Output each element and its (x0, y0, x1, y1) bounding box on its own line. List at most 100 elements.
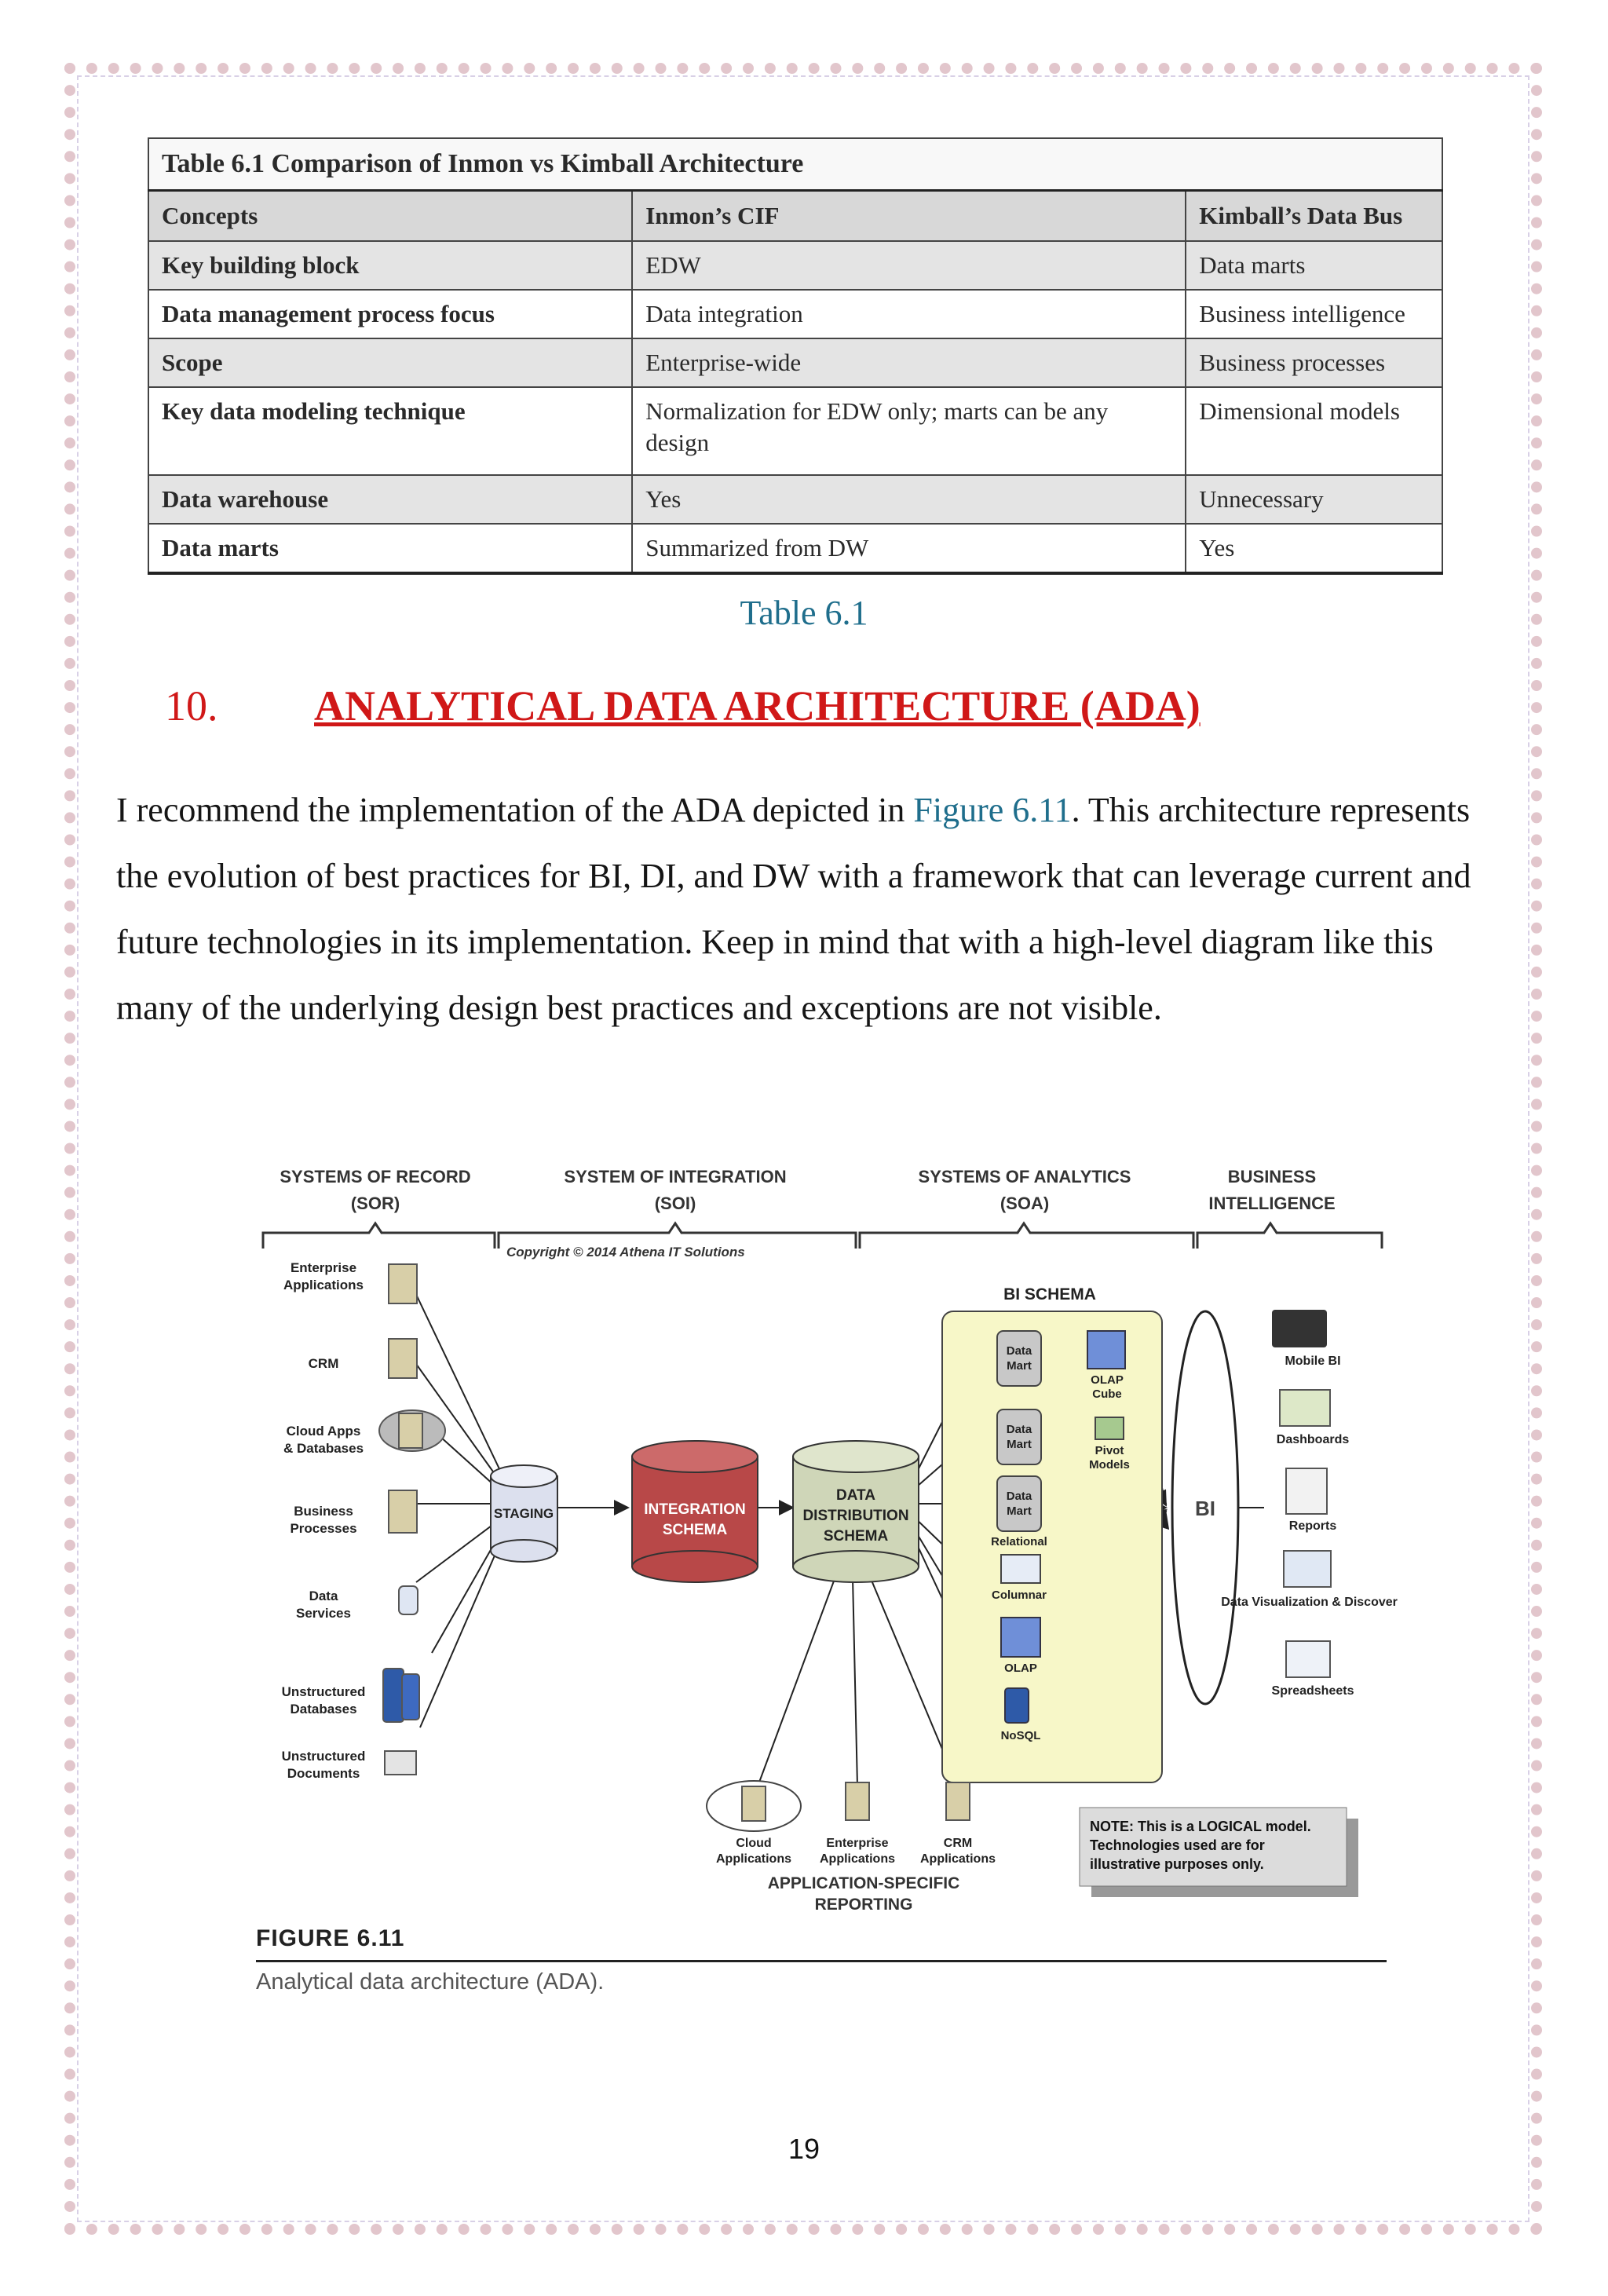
staging-label: STAGING (494, 1506, 554, 1521)
olap-icon (1001, 1618, 1040, 1657)
server-icon (389, 1264, 417, 1303)
header-bi-line1: BUSINESS (1228, 1167, 1316, 1186)
data-mart-icon (997, 1409, 1041, 1464)
source-label: Cloud Apps (287, 1424, 361, 1439)
source-label: Documents (287, 1766, 360, 1781)
distribution-label-line1: DATA (836, 1487, 875, 1504)
table-row: Data management process focus Data integ… (148, 290, 1442, 338)
spreadsheets-icon (1286, 1641, 1330, 1677)
table-cell: Summarized from DW (632, 524, 1186, 573)
source-label: Services (296, 1606, 351, 1621)
data-mart-label: Data (1007, 1344, 1032, 1358)
bi-schema-title: BI SCHEMA (1003, 1285, 1096, 1303)
server-icon (742, 1786, 766, 1821)
data-mart-label: Data (1007, 1423, 1032, 1436)
comparison-table: Table 6.1 Comparison of Inmon vs Kimball… (148, 137, 1443, 575)
architecture-diagram: SYSTEMS OF RECORD (SOR) SYSTEM OF INTEGR… (251, 1154, 1398, 1916)
table-cell: Scope (148, 338, 632, 387)
source-label: Business (294, 1504, 353, 1519)
columnar-icon (1001, 1555, 1040, 1583)
figure-link[interactable]: Figure 6.11 (913, 791, 1071, 829)
source-label: Applications (283, 1278, 364, 1292)
note-line: NOTE: This is a LOGICAL model. (1090, 1819, 1311, 1834)
table-header-concepts: Concepts (148, 191, 632, 242)
table-cell: Data marts (1186, 241, 1442, 290)
figure-rule (256, 1960, 1387, 1962)
bi-output-label: Reports (1289, 1519, 1337, 1533)
data-mart-label: Mart (1007, 1504, 1032, 1518)
bi-output-label: Dashboards (1277, 1433, 1350, 1446)
table-caption: Table 6.1 Comparison of Inmon vs Kimball… (148, 138, 1442, 191)
distribution-label-line3: SCHEMA (824, 1528, 889, 1545)
document-icon (385, 1751, 416, 1775)
server-icon (946, 1782, 970, 1820)
source-label: Processes (290, 1521, 356, 1536)
source-label: & Databases (283, 1441, 364, 1456)
relational-label: Relational (991, 1535, 1047, 1548)
server-icons (379, 1264, 445, 1775)
bi-label: BI (1195, 1497, 1215, 1520)
table-row: Data warehouse Yes Unnecessary (148, 475, 1442, 524)
columnar-label: Columnar (992, 1589, 1047, 1602)
pivot-icon (1095, 1417, 1124, 1439)
table-cell: Key data modeling technique (148, 387, 632, 475)
database-stack-icon (402, 1674, 419, 1720)
table-row: Scope Enterprise-wide Business processes (148, 338, 1442, 387)
table-cell: Enterprise-wide (632, 338, 1186, 387)
visualization-icon (1284, 1551, 1331, 1587)
integration-label-line1: INTEGRATION (644, 1501, 745, 1518)
header-sor-line1: SYSTEMS OF RECORD (280, 1167, 470, 1186)
table-row: Data marts Summarized from DW Yes (148, 524, 1442, 573)
source-label: Unstructured (282, 1749, 366, 1764)
bi-output-label: Data Visualization & Discovery (1221, 1596, 1398, 1609)
data-mart-label: Mart (1007, 1359, 1032, 1373)
source-label: Data (309, 1589, 338, 1603)
copyright-text: Copyright © 2014 Athena IT Solutions (506, 1245, 745, 1260)
reports-icon (1286, 1468, 1327, 1514)
app-output-label: Enterprise (826, 1837, 888, 1850)
table-cell: Business processes (1186, 338, 1442, 387)
data-mart-label: Mart (1007, 1438, 1032, 1451)
integration-schema-cylinder: INTEGRATION SCHEMA (632, 1441, 758, 1582)
table-cell: Normalization for EDW only; marts can be… (632, 387, 1186, 475)
header-sor-line2: (SOR) (351, 1194, 400, 1213)
nosql-label: NoSQL (1001, 1729, 1041, 1742)
staging-cylinder: STAGING (491, 1465, 557, 1562)
section-title: ANALYTICAL DATA ARCHITECTURE (ADA) (314, 682, 1201, 729)
integration-label-line2: SCHEMA (663, 1522, 728, 1538)
table-cell: Data marts (148, 524, 632, 573)
server-icon (846, 1782, 869, 1820)
distribution-label-line2: DISTRIBUTION (802, 1508, 908, 1524)
pivot-label: Pivot (1095, 1444, 1124, 1457)
page-number: 19 (0, 2133, 1608, 2166)
figure-caption: Analytical data architecture (ADA). (256, 1969, 604, 1995)
header-soi-line1: SYSTEM OF INTEGRATION (564, 1167, 786, 1186)
olap-cube-label: Cube (1092, 1387, 1122, 1401)
section-heading: 10.ANALYTICAL DATA ARCHITECTURE (ADA) (165, 682, 1201, 730)
table-cell: Key building block (148, 241, 632, 290)
header-soi-line2: (SOI) (655, 1194, 696, 1213)
note-line: illustrative purposes only. (1090, 1856, 1264, 1872)
app-output-label: Cloud (736, 1837, 771, 1850)
table-header-inmon: Inmon’s CIF (632, 191, 1186, 242)
app-reporting-line1: APPLICATION-SPECIFIC (768, 1874, 960, 1892)
dashboards-icon (1280, 1390, 1330, 1426)
table-cell: EDW (632, 241, 1186, 290)
header-bi-line2: INTELLIGENCE (1208, 1194, 1335, 1213)
header-braces (263, 1223, 1382, 1249)
table-cell: Dimensional models (1186, 387, 1442, 475)
database-stack-icon (383, 1669, 404, 1722)
source-label: CRM (309, 1356, 339, 1371)
pivot-label: Models (1089, 1458, 1130, 1472)
body-paragraph: I recommend the implementation of the AD… (116, 777, 1498, 1041)
server-icon (389, 1339, 417, 1378)
data-mart-icon (997, 1476, 1041, 1531)
table-cell: Business intelligence (1186, 290, 1442, 338)
table-cell: Data management process focus (148, 290, 632, 338)
note-box: NOTE: This is a LOGICAL model. Technolog… (1080, 1808, 1358, 1897)
app-output-label: Applications (820, 1852, 895, 1866)
source-label: Unstructured (282, 1684, 366, 1699)
olap-label: OLAP (1004, 1662, 1037, 1675)
data-mart-label: Data (1007, 1490, 1032, 1503)
app-output-label: CRM (944, 1837, 972, 1850)
